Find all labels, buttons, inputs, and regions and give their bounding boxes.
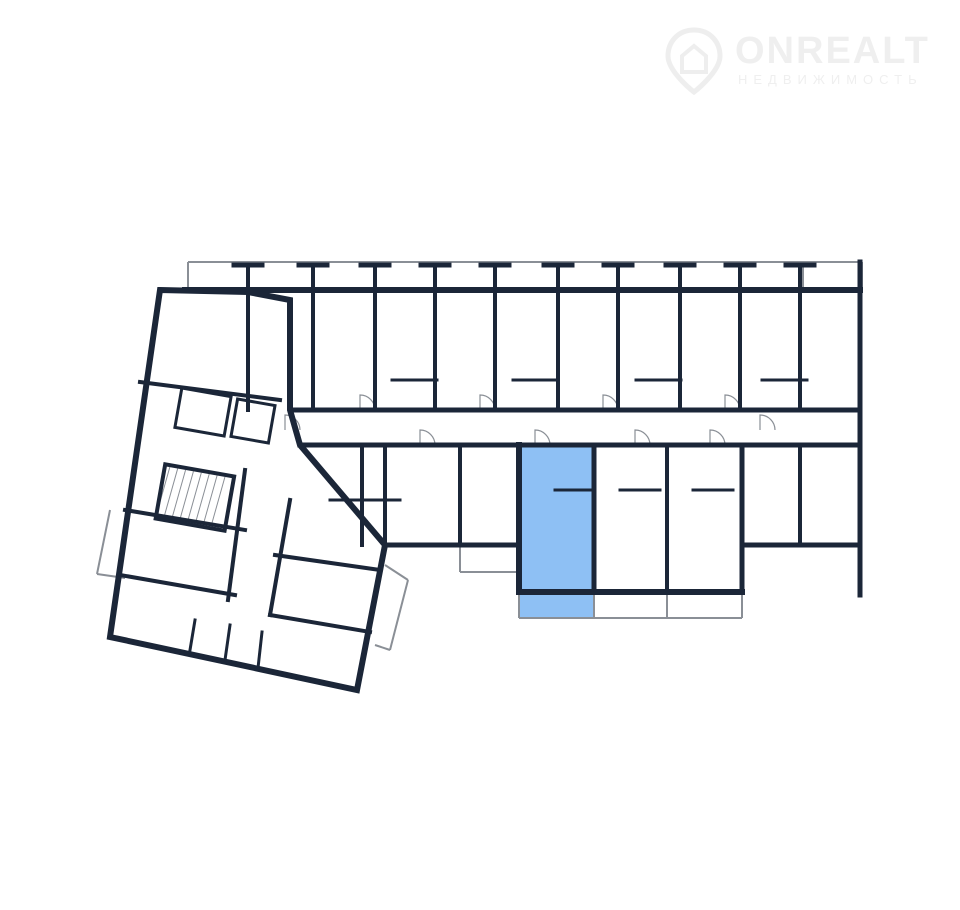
stair-step [163, 468, 179, 518]
elevator-shaft [173, 386, 233, 438]
watermark: ONREALT НЕДВИЖИМОСТЬ [660, 24, 950, 96]
wall [117, 572, 238, 598]
house-pin-logo-icon [665, 27, 723, 96]
balcony-railing [389, 579, 409, 651]
stair-step [202, 475, 218, 525]
watermark-subtitle: НЕДВИЖИМОСТЬ [738, 72, 923, 87]
wall [137, 379, 283, 403]
wall [122, 507, 248, 533]
balcony-railing [374, 644, 391, 651]
wall [188, 618, 197, 652]
balcony-railing [96, 509, 111, 575]
door-swing [759, 414, 776, 431]
stair-step [179, 471, 194, 520]
elevator-shaft [229, 397, 277, 445]
wall [267, 612, 373, 635]
stairwell [153, 462, 237, 533]
stair-step [195, 473, 210, 523]
watermark-brand: ONREALT [735, 30, 930, 72]
stair-step [171, 469, 187, 519]
wall [256, 630, 264, 670]
left-block-outline [106, 286, 389, 694]
stair-step [210, 476, 226, 526]
wall [272, 552, 383, 573]
wall [225, 467, 248, 603]
balcony-railing [384, 564, 409, 581]
wall [223, 623, 232, 662]
stair-step [187, 472, 202, 522]
